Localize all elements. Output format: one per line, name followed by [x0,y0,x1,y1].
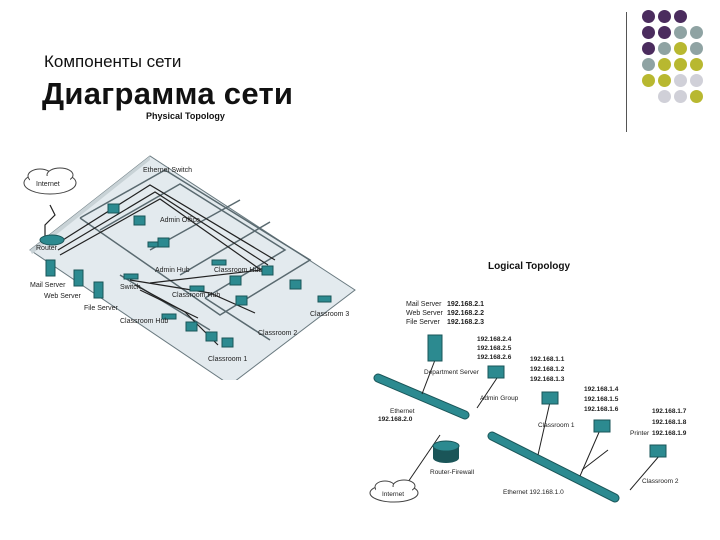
dot [690,74,703,87]
classroom-hub-label: Classroom Hub [120,318,168,325]
class2-ip-2: 192.168.1.8 [652,419,687,426]
file-server-label: File Server [406,319,441,326]
ethernet-label: Ethernet [390,408,415,415]
file-server-label: File Server [84,305,119,312]
internet-cloud: Internet [23,167,77,195]
dot [674,74,687,87]
computer-icons [107,203,332,348]
classroom-2-label: Classroom 2 [642,478,679,485]
classroom-1-computer-icon [541,391,559,405]
class2-ip-3: 192.168.1.9 [652,430,687,437]
ethernet-backbone-1-fill [374,374,469,419]
logical-topology-diagram: Logical Topology Mail Server 192.168.2.1… [369,261,687,503]
dot [642,26,655,39]
department-server-label: Department Server [424,369,480,376]
admin-ip-3: 192.168.1.3 [530,376,565,383]
dot [674,90,687,103]
web-server-label: Web Server [406,310,443,317]
dot [658,90,671,103]
classroom-1-label: Classroom 1 [538,422,575,429]
server-icons [45,259,104,299]
classroom-1-label: Classroom 1 [208,356,247,363]
walls [79,169,312,341]
admin-ip-2: 192.168.1.2 [530,366,565,373]
dot [674,10,687,23]
classroom-3-label: Classroom 3 [310,311,349,318]
dot [658,42,671,55]
classroom-2-computer-icon [593,419,611,433]
dot [642,58,655,71]
dot [674,26,687,39]
class1-ip-1: 192.168.1.4 [584,386,619,393]
classroom-hub-label: Classroom Hub [172,292,220,299]
admin-ip-1: 192.168.1.1 [530,356,565,363]
internet-label: Internet [36,181,60,188]
dot [642,74,655,87]
mail-server-label: Mail Server [30,282,66,289]
decorative-dots [640,8,720,118]
dot [674,58,687,71]
dot [690,42,703,55]
router-firewall-icon [432,440,460,463]
dept-ip-1: 192.168.2.4 [477,336,512,343]
cables [44,184,276,346]
physical-topology-title: Physical Topology [146,111,225,121]
classroom-2-label: Classroom 2 [258,330,297,337]
dot [642,10,655,23]
ethernet-backbone-2-fill [488,432,619,502]
switch-label: Switch [120,284,141,291]
admin-group-computer-icon [487,365,505,379]
dot [690,58,703,71]
admin-office-label: Admin Office [160,217,200,224]
ethernet-ip: 192.168.2.0 [378,416,413,423]
floor-edge [30,156,150,254]
router-firewall-label: Router-Firewall [430,469,475,476]
dot [658,26,671,39]
classroom-2-computer-icon [649,444,667,458]
router-label: Router [36,245,58,252]
class2-ip-1: 192.168.1.7 [652,408,687,415]
admin-group-label: Admin Group [480,395,519,402]
internet-cloud: Internet [369,479,419,503]
mail-server-ip: 192.168.2.1 [447,301,484,308]
dot [690,26,703,39]
ethernet-switch-label: Ethernet Switch [143,167,192,174]
dot [658,74,671,87]
dot [642,42,655,55]
slide-title: Диаграмма сети [42,76,294,111]
router-icon: Router [36,234,65,252]
logical-links [407,359,661,491]
dept-ip-2: 192.168.2.5 [477,345,512,352]
admin-hub-label: Admin Hub [155,267,190,274]
department-server-icon [427,334,443,362]
mail-server-label: Mail Server [406,301,442,308]
printer-label: Printer [630,430,650,437]
physical-topology-diagram: Physical Topology Internet Router [23,111,356,380]
web-server-label: Web Server [44,293,81,300]
internet-label: Internet [382,491,404,498]
divider-line [626,12,627,132]
file-server-ip: 192.168.2.3 [447,319,484,326]
dot [690,90,703,103]
classroom-hub-label: Classroom Hub [214,267,262,274]
dept-ip-3: 192.168.2.6 [477,354,512,361]
ethernet-2-label: Ethernet 192.168.1.0 [503,489,564,496]
dot [658,10,671,23]
switch-hub-icons [123,241,227,320]
dot [658,58,671,71]
logical-topology-title: Logical Topology [488,261,570,272]
dot [674,42,687,55]
class1-ip-3: 192.168.1.6 [584,406,619,413]
web-server-ip: 192.168.2.2 [447,310,484,317]
class1-ip-2: 192.168.1.5 [584,396,619,403]
slide-subtitle: Компоненты сети [44,52,182,71]
